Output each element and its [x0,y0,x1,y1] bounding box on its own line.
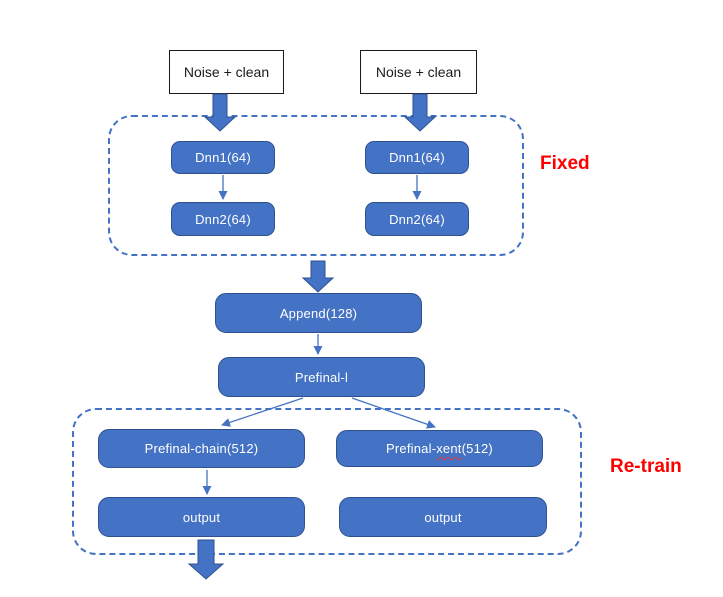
node-prefinal-chain: Prefinal-chain(512) [98,429,305,468]
node-append: Append(128) [215,293,422,333]
node-dnn2-right: Dnn2(64) [365,202,469,236]
input-box-noise-left-label: Noise + clean [183,64,270,80]
input-box-noise-right: Noise + clean [360,50,477,94]
fixed-region-label: Fixed [540,153,590,174]
node-dnn1-left-label: Dnn1(64) [195,150,251,165]
node-prefinal-xent: Prefinal-xent(512) [336,430,543,467]
prefinal-xent-suffix: (512) [461,441,493,456]
node-output-right: output [339,497,547,537]
prefinal-xent-prefix: Prefinal- [386,441,437,456]
node-dnn1-right: Dnn1(64) [365,141,469,174]
input-box-noise-left: Noise + clean [169,50,284,94]
node-output-right-label: output [424,509,462,525]
node-dnn2-right-label: Dnn2(64) [389,211,445,227]
node-output-left-label: output [182,509,221,525]
node-prefinal-l-label: Prefinal-l [294,369,349,385]
input-box-noise-right-label: Noise + clean [375,64,462,80]
retrain-region-border [72,408,582,555]
fixed-region-border [108,115,524,256]
node-dnn1-left: Dnn1(64) [171,141,275,174]
node-dnn1-right-label: Dnn1(64) [389,150,445,165]
node-append-label: Append(128) [279,305,358,321]
thick-arrow-fixed-to-append [301,260,335,293]
node-prefinal-l: Prefinal-l [218,357,425,397]
node-prefinal-xent-label: Prefinal-xent(512) [386,442,493,455]
node-prefinal-chain-label: Prefinal-chain(512) [144,441,259,456]
node-dnn2-left: Dnn2(64) [171,202,275,236]
retrain-region-label: Re-train [610,456,682,477]
node-dnn2-left-label: Dnn2(64) [195,211,251,227]
prefinal-xent-misspelled-word: xent [436,441,462,456]
node-output-left: output [98,497,305,537]
